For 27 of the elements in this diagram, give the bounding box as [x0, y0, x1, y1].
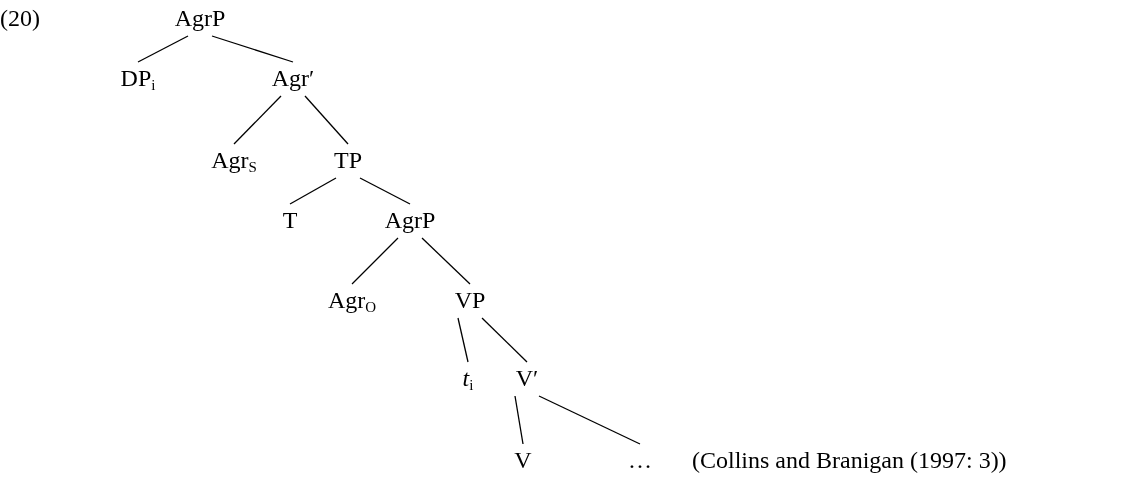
branch-line — [233, 95, 282, 145]
tree-node-label: … — [628, 446, 652, 474]
branch-line — [538, 395, 641, 445]
tree-node-label: AgrP — [384, 206, 436, 234]
branch-line — [481, 317, 528, 363]
tree-node-label: V — [514, 446, 532, 474]
tree-node-label: Agr$_{O}$ — [327, 286, 377, 314]
branch-line — [304, 95, 349, 145]
tree-node-label: Agr′ — [271, 64, 315, 92]
branch-line — [211, 35, 294, 63]
tree-node-label: V′ — [515, 364, 539, 392]
tree-node-label: t$_{i}$ — [462, 364, 474, 392]
branch-line — [359, 177, 411, 205]
tree-node-label: VP — [454, 286, 486, 314]
branch-line — [137, 35, 189, 63]
tree-node-label: DP$_{i}$ — [120, 64, 156, 92]
source-citation: (Collins and Branigan (1997: 3)) — [692, 446, 1007, 474]
example-number: (20) — [0, 4, 40, 32]
tree-node-label: AgrP — [174, 4, 226, 32]
branch-line — [351, 237, 399, 285]
branch-line — [514, 395, 524, 445]
tree-node-label: T — [282, 206, 298, 234]
branch-line — [421, 237, 471, 285]
tree-node-label: Agr$_{S}$ — [211, 146, 257, 174]
branch-line — [457, 317, 469, 363]
tree-node-label: TP — [334, 146, 362, 174]
branch-line — [289, 177, 337, 205]
